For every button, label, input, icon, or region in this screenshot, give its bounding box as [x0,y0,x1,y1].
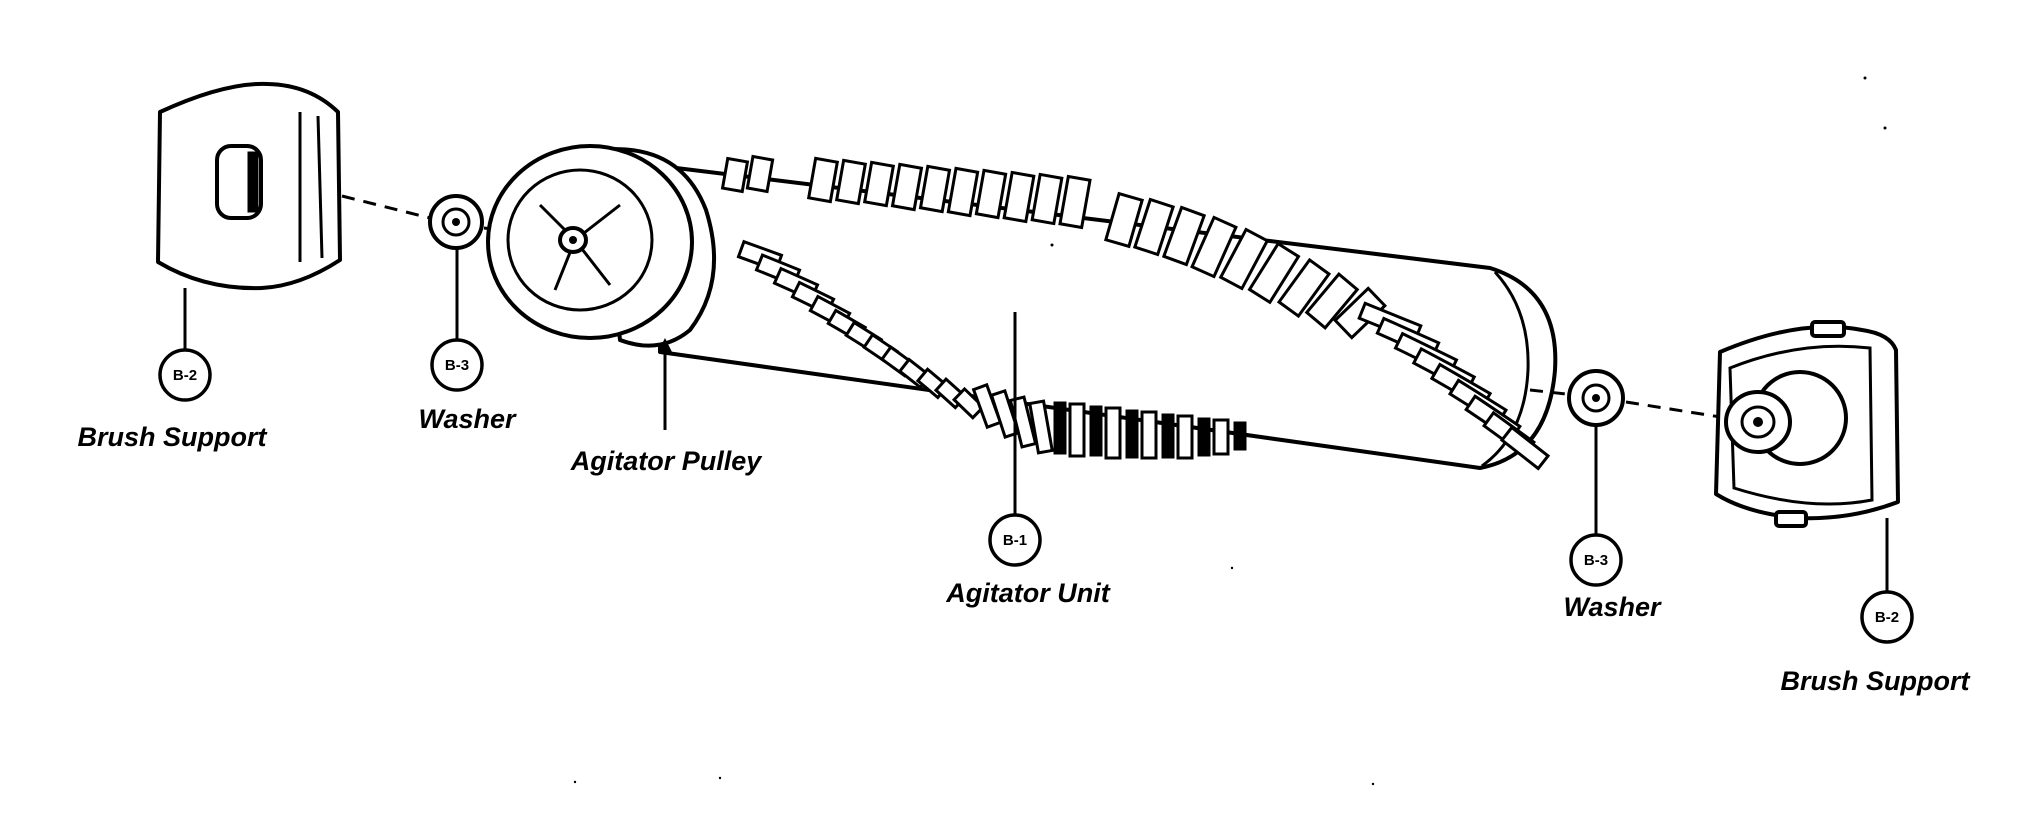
agitator-bristles-lower [971,382,1247,460]
label-washer-left: Washer [418,404,517,434]
agitator-unit [658,154,1558,471]
tag-b2-right: B-2 [1860,590,1914,644]
washer-right [1567,369,1625,427]
label-agitator-unit: Agitator Unit [945,578,1110,608]
label-brush-support-left: Brush Support [78,422,268,452]
svg-text:B-1: B-1 [1003,532,1027,549]
axis-line-left [341,194,431,220]
svg-text:B-2: B-2 [173,367,197,384]
tag-b2-left: B-2 [158,348,212,402]
agitator-bristles-right-end [1357,301,1551,471]
brush-support-left [156,81,342,291]
agitator-bristles-lower-spiral [736,239,986,420]
label-agitator-pulley: Agitator Pulley [570,446,764,476]
svg-text:B-3: B-3 [1584,552,1608,569]
agitator-pulley [486,144,716,348]
tag-b1: B-1 [988,513,1042,567]
agitator-bristles-upper [720,154,1388,340]
tag-b3-left: B-3 [430,338,484,392]
washer-left [428,194,484,250]
label-washer-right: Washer [1563,592,1662,622]
tag-b3-right: B-3 [1569,533,1623,587]
brush-support-right [1714,320,1900,528]
label-brush-support-right: Brush Support [1781,666,1971,696]
svg-text:B-3: B-3 [445,357,469,374]
axis-line-right [1529,388,1567,396]
scan-specks [573,76,1887,786]
svg-text:B-2: B-2 [1875,609,1899,626]
leader-pulley-arrow [658,338,672,352]
